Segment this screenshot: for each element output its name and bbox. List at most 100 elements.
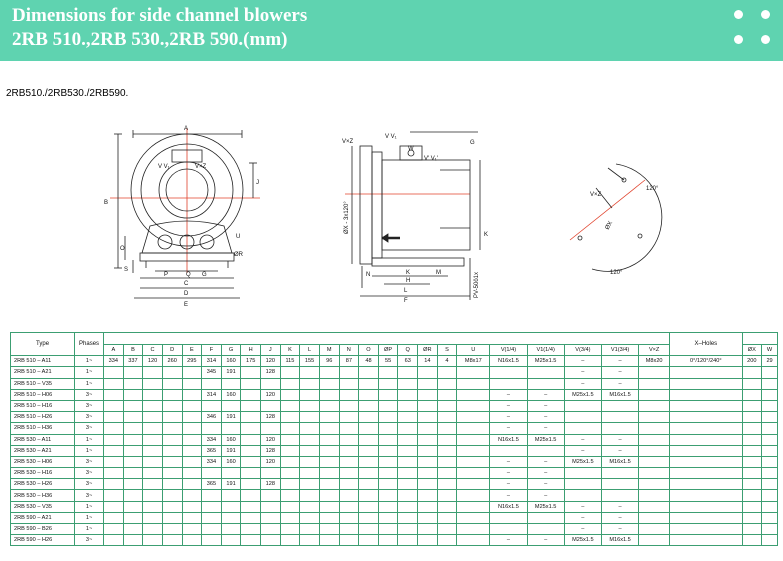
table-cell: [142, 455, 163, 469]
table-cell: [638, 399, 671, 413]
table-cell: –: [563, 500, 602, 513]
table-cell: [489, 511, 528, 525]
table-cell: [436, 377, 458, 390]
table-cell: [142, 534, 163, 547]
table-cell: –: [600, 355, 640, 368]
table-cell: [600, 411, 640, 424]
table-cell: [563, 478, 602, 491]
table-cell: [436, 444, 458, 457]
table-cell: [638, 422, 671, 435]
col-header: V(1/4): [489, 343, 528, 357]
table-cell: –: [526, 534, 565, 547]
table-cell: 1~: [74, 355, 105, 368]
banner-title-line2: 2RB 510.,2RB 530.,2RB 590.(mm): [12, 29, 288, 50]
table-cell: M16x1.5: [600, 455, 640, 469]
table-cell: [161, 377, 183, 390]
table-cell: [240, 444, 262, 457]
table-cell: [181, 534, 203, 547]
table-cell: [436, 478, 458, 491]
table-cell: [161, 467, 183, 480]
table-cell: 3~: [74, 455, 105, 469]
table-cell: –: [526, 467, 565, 480]
table-cell: [377, 511, 399, 525]
table-cell: [563, 467, 602, 480]
table-cell: 55: [377, 355, 399, 368]
type-cell: 2RB 530 – V35: [9, 500, 76, 513]
table-cell: [638, 511, 671, 525]
table-cell: [600, 399, 640, 413]
table-cell: [181, 422, 203, 435]
dim-label-m: M: [436, 270, 441, 276]
table-cell: [338, 399, 360, 413]
table-cell: [122, 500, 144, 513]
table-cell: 4: [436, 355, 458, 368]
table-cell: [669, 366, 743, 379]
table-cell: [260, 522, 281, 536]
table-cell: [318, 411, 340, 424]
dim-label-v1v1: V′ V₁′: [424, 156, 439, 162]
table-cell: [456, 377, 491, 390]
table-cell: [181, 433, 203, 446]
table-cell: [397, 433, 419, 446]
table-cell: [456, 433, 491, 446]
table-cell: M8x20: [638, 355, 671, 368]
table-cell: [220, 422, 242, 435]
table-cell: –: [526, 422, 565, 435]
table-cell: [377, 467, 399, 480]
table-cell: [638, 489, 671, 502]
table-cell: [417, 467, 438, 480]
table-cell: 48: [358, 355, 379, 368]
table-cell: [279, 422, 301, 435]
table-cell: 191: [220, 444, 242, 457]
table-cell: [397, 411, 419, 424]
table-cell: [299, 478, 320, 491]
model-subtitle: 2RB510./2RB530./2RB590.: [6, 88, 129, 99]
table-cell: [338, 377, 360, 390]
dim-label-a: A: [184, 126, 188, 132]
table-cell: [358, 500, 379, 513]
banner-title: Dimensions for side channel blowers 2RB …: [12, 4, 307, 52]
table-cell: [181, 511, 203, 525]
table-cell: 160: [220, 388, 242, 401]
table-cell: [761, 433, 778, 446]
front-view: [110, 128, 260, 299]
table-cell: [669, 433, 743, 446]
table-cell: –: [600, 444, 640, 457]
table-cell: [741, 433, 763, 446]
table-cell: [526, 522, 565, 536]
table-cell: [161, 500, 183, 513]
table-cell: [142, 399, 163, 413]
dim-label-u: U: [236, 234, 240, 240]
table-cell: [456, 500, 491, 513]
table-cell: M16x1.5: [600, 534, 640, 547]
table-cell: [741, 388, 763, 401]
table-cell: [142, 478, 163, 491]
col-header: V1(3/4): [600, 343, 640, 357]
table-cell: 191: [220, 411, 242, 424]
table-cell: 3~: [74, 478, 105, 491]
table-cell: [436, 489, 458, 502]
table-cell: [669, 388, 743, 401]
table-cell: [669, 399, 743, 413]
table-cell: M25x1.5: [563, 455, 602, 469]
table-cell: [279, 478, 301, 491]
table-cell: [397, 366, 419, 379]
table-cell: [761, 411, 778, 424]
table-cell: [201, 422, 222, 435]
table-cell: 29: [761, 355, 778, 368]
col-header: ØX: [741, 343, 763, 357]
table-cell: [279, 511, 301, 525]
table-cell: [260, 511, 281, 525]
table-cell: [761, 399, 778, 413]
table-cell: –: [526, 388, 565, 401]
dim-label-p: P: [164, 272, 168, 278]
table-cell: [397, 467, 419, 480]
table-cell: 1~: [74, 522, 105, 536]
table-cell: –: [563, 366, 602, 379]
table-cell: [417, 411, 438, 424]
